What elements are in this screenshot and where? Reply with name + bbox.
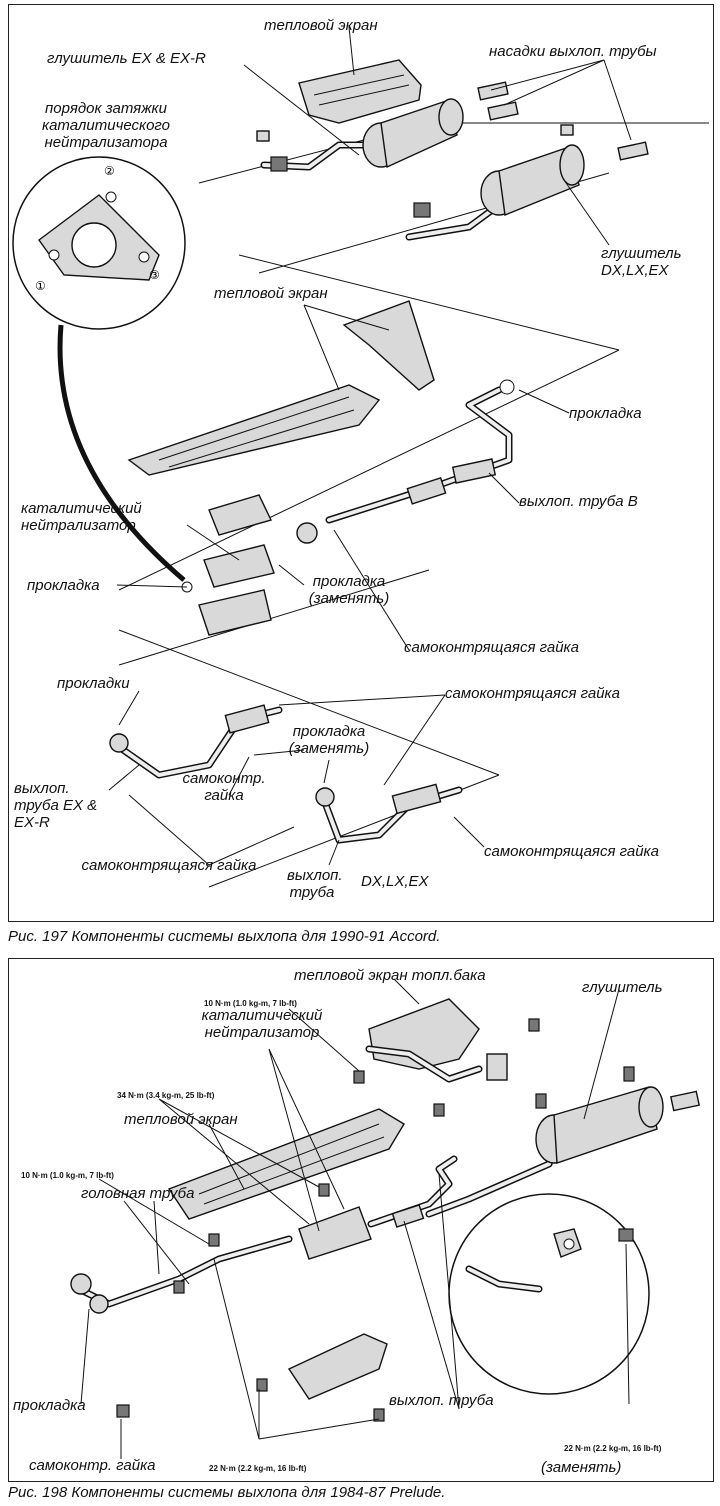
- label-torque-34: 34 N·m (3.4 kg-m, 25 lb-ft): [117, 1091, 215, 1100]
- caption-fig-197: Рис. 197 Компоненты системы выхлопа для …: [8, 928, 441, 945]
- label-heat-shield-mid: тепловой экран: [214, 285, 328, 302]
- label-gasket-right: прокладка: [569, 405, 642, 422]
- label-catalytic: каталитический нейтрализатор: [201, 1007, 323, 1041]
- label-muffler-dx: глушитель DX,LX,EX: [601, 245, 682, 279]
- label-torque-order: порядок затяжки каталитического нейтрали…: [42, 100, 170, 151]
- label-locknut-bottom-left: самоконтрящаяся гайка: [81, 857, 257, 874]
- label-pipe-dx-b: DX,LX,EX: [361, 873, 429, 890]
- order-3: ③: [149, 268, 160, 282]
- detail-inset: [448, 1193, 650, 1395]
- label-torque-22-bottom: 22 N·m (2.2 kg-m, 16 lb-ft): [209, 1464, 307, 1473]
- heat-shield-top: [298, 59, 422, 124]
- label-locknut-right-top: самоконтрящаяся гайка: [445, 685, 620, 702]
- heat-shield-long: [127, 300, 435, 476]
- label-gasket-replace: прокладка (заменять): [308, 573, 390, 607]
- order-1: ①: [35, 279, 46, 293]
- bolts: [116, 1018, 540, 1422]
- label-pipe-ex: выхлоп. труба EX & EX-R: [14, 780, 98, 831]
- figure-198-panel: тепловой экран топл.бака глушитель 10 N·…: [8, 958, 714, 1482]
- label-torque-10-left: 10 N·m (1.0 kg-m, 7 lb-ft): [21, 1171, 114, 1180]
- label-torque-22-right: 22 N·m (2.2 kg-m, 16 lb-ft): [564, 1444, 662, 1453]
- label-locknut-bottom-right: самоконтрящаяся гайка: [484, 843, 659, 860]
- exhaust-tips: [477, 81, 649, 161]
- label-catalytic: каталитический нейтрализатор: [21, 500, 142, 534]
- fuel-tank-heat-shield: [365, 998, 508, 1083]
- label-muffler-ex: глушитель EX & EX-R: [47, 50, 206, 67]
- label-gasket: прокладка: [13, 1397, 86, 1414]
- exhaust-pipe: [367, 1155, 458, 1228]
- catalytic-converter: [298, 1206, 372, 1260]
- label-tank-shield: тепловой экран топл.бака: [294, 967, 486, 984]
- muffler: [425, 1066, 701, 1218]
- label-torque-10-top: 10 N·m (1.0 kg-m, 7 lb-ft): [204, 999, 297, 1008]
- label-muffler: глушитель: [582, 979, 663, 996]
- label-heat-shield-top: тепловой экран: [264, 17, 378, 34]
- muffler-dx: [405, 124, 585, 241]
- figure-198-drawing: [70, 978, 701, 1459]
- caption-fig-198: Рис. 198 Компоненты системы выхлопа для …: [8, 1484, 446, 1501]
- exhaust-pipe-ex: [109, 704, 283, 779]
- head-pipe: [70, 1235, 293, 1314]
- label-pipe-dx-a: выхлоп. труба: [287, 867, 343, 901]
- order-2: ②: [104, 164, 115, 178]
- label-heat-shield: тепловой экран: [124, 1111, 238, 1128]
- label-locknut-mid: самоконтрящаяся гайка: [404, 639, 579, 656]
- label-replace: (заменять): [541, 1459, 622, 1476]
- label-gasket-replace-2: прокладка (заменять): [288, 723, 370, 757]
- figure-197-panel: ① ② ③: [8, 4, 714, 922]
- heat-shield: [167, 1108, 405, 1220]
- label-exhaust-b: выхлоп. труба B: [519, 493, 638, 510]
- exhaust-pipe-dx: [315, 783, 463, 844]
- label-gaskets: прокладки: [57, 675, 130, 692]
- label-locknut: самоконтр. гайка: [29, 1457, 156, 1474]
- catalytic-converters: [181, 494, 318, 636]
- figure-197-drawing: ① ② ③: [12, 26, 709, 888]
- label-locknut-short: самоконтр. гайка: [182, 770, 266, 804]
- muffler-ex: [256, 98, 464, 172]
- label-exhaust-tips: насадки выхлоп. трубы: [489, 43, 657, 60]
- torque-order-flange-diagram: ① ② ③: [12, 156, 186, 330]
- label-exhaust-pipe: выхлоп. труба: [389, 1392, 494, 1409]
- label-head-pipe: головная труба: [81, 1185, 195, 1202]
- exhaust-pipe-b: [325, 379, 515, 524]
- lower-heat-shield: [287, 1333, 388, 1400]
- label-gasket-left: прокладка: [27, 577, 100, 594]
